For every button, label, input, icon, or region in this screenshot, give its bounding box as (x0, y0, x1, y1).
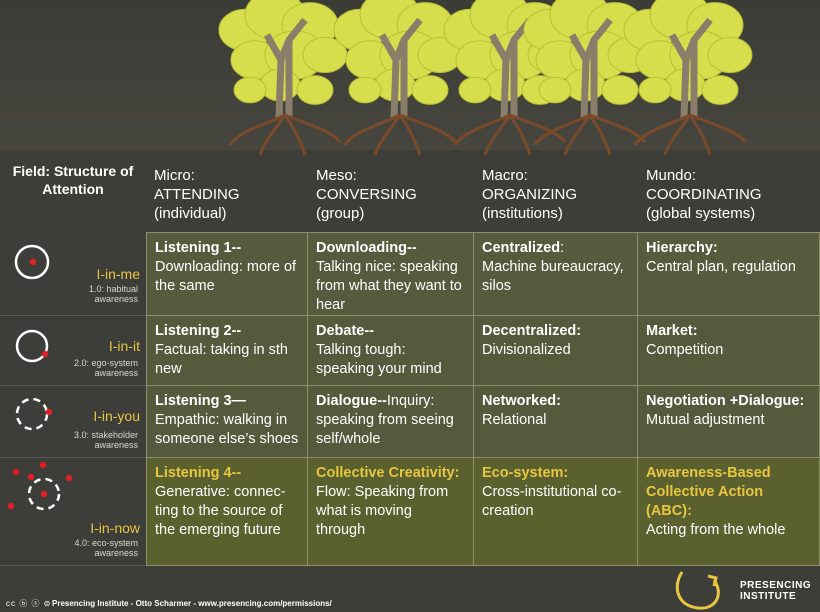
header-macro-level: Macro: (482, 167, 528, 184)
cell-micro-4: Listening 4-- Generative: connec-ting to… (146, 458, 308, 566)
cell-macro-1: Centralized: Machine bureaucracy, silos (474, 232, 638, 316)
trees-illustration (218, 0, 753, 156)
logo-text: PRESENCING INSTITUTE (740, 580, 812, 602)
cell-title: Debate-- (316, 323, 375, 339)
header-meso-level: Meso: (316, 167, 357, 184)
header-micro: Micro: ATTENDING (individual) (146, 160, 308, 230)
cell-text: speaking from seeing self/whole (316, 412, 454, 447)
header-meso-scope: (group) (316, 205, 365, 222)
presencing-swirl-icon (675, 571, 720, 610)
cell-title: Awareness-Based Collective Action (ABC): (646, 465, 771, 519)
cell-micro-2: Listening 2-- Factual: taking in sth new (146, 316, 308, 386)
cell-meso-1: Downloading-- Talking nice: speaking fro… (308, 232, 474, 316)
footer-credit: Presencing Institute - Otto Scharmer - w… (52, 599, 332, 608)
header-macro-scope: (institutions) (482, 205, 563, 222)
cell-title: Listening 1-- (155, 240, 242, 256)
header-micro-level: Micro: (154, 167, 195, 184)
cell-text: Flow: Speaking from what is moving throu… (316, 484, 449, 538)
header-micro-scope: (individual) (154, 205, 227, 222)
cell-title: Collective Creativity: (316, 465, 460, 481)
row-name: I-in-me (96, 266, 140, 282)
cell-macro-4: Eco-system: Cross-institutional co-creat… (474, 458, 638, 566)
cell-title: Listening 4-- (155, 465, 242, 481)
cell-mundo-4: Awareness-Based Collective Action (ABC):… (638, 458, 820, 566)
cell-text: Cross-institutional co-creation (482, 484, 622, 519)
header-mundo-verb: COORDINATING (646, 186, 762, 203)
cell-mundo-1: Hierarchy: Central plan, regulation (638, 232, 820, 316)
cell-text: Central plan, regulation (646, 259, 796, 275)
cell-title: Listening 2-- (155, 323, 242, 339)
row-name: I-in-now (90, 520, 140, 536)
cell-title: Decentralized: (482, 323, 582, 339)
cell-text: Downloading: more of the same (155, 259, 297, 294)
cell-title: Negotiation +Dialogue: (646, 393, 805, 409)
cell-macro-2: Decentralized: Divisionalized (474, 316, 638, 386)
cell-text: Empathic: walking in someone else’s shoe… (155, 412, 299, 447)
header-meso-verb: CONVERSING (316, 186, 417, 203)
cell-title: Dialogue-- (316, 393, 387, 409)
cell-title-tail: : (560, 240, 565, 256)
cell-title: Listening 3— (155, 393, 247, 409)
cell-text: Acting from the whole (646, 522, 786, 538)
cell-meso-2: Debate-- Talking tough: speaking your mi… (308, 316, 474, 386)
cell-title: Downloading-- (316, 240, 417, 256)
cell-text: Machine bureaucracy, silos (482, 259, 624, 294)
cell-title-tail: Inquiry: (386, 393, 435, 409)
header-mundo-scope: (global systems) (646, 205, 756, 222)
header-field: Field: Structure of Attention (0, 160, 146, 230)
attention-dashed-circle-icon (15, 397, 53, 431)
row-name: I-in-you (93, 408, 140, 424)
cell-text: Talking nice: speaking from what they wa… (316, 259, 462, 313)
cell-text: Mutual adjustment (646, 412, 765, 428)
cell-mundo-3: Negotiation +Dialogue: Mutual adjustment (638, 386, 820, 458)
cell-title: Networked: (482, 393, 561, 409)
presencing-logo: PRESENCING INSTITUTE (668, 566, 818, 612)
attention-circle-icon-2 (15, 329, 49, 363)
tree-5 (623, 0, 753, 156)
header-mundo-level: Mundo: (646, 167, 697, 184)
cell-title: Hierarchy: (646, 240, 718, 256)
cell-micro-3: Listening 3— Empathic: walking in someon… (146, 386, 308, 458)
tree-1 (218, 0, 348, 156)
attention-field-icon (7, 461, 73, 511)
tree-2 (333, 0, 463, 156)
header-mundo: Mundo: COORDINATING (global systems) (638, 160, 820, 230)
cell-text: Generative: connec-ting to the source of… (155, 484, 286, 538)
attention-circle-icon-1 (14, 244, 50, 280)
creative-commons-icon: cc ⓑ ⓢ ⊜ (6, 599, 52, 608)
cell-text: Factual: taking in sth new (155, 342, 288, 377)
cell-title: Market: (646, 323, 698, 339)
footer: cc ⓑ ⓢ ⊜ Presencing Institute - Otto Sch… (0, 596, 820, 612)
cell-text: Talking tough: speaking your mind (316, 342, 442, 377)
tree-4 (523, 0, 653, 156)
header-macro: Macro: ORGANIZING (institutions) (474, 160, 638, 230)
cell-text: Relational (482, 412, 547, 428)
cell-macro-3: Networked: Relational (474, 386, 638, 458)
cell-meso-3: Dialogue--Inquiry: speaking from seeing … (308, 386, 474, 458)
header-field-label: Field: Structure of Attention (12, 163, 134, 197)
cell-title: Eco-system: (482, 465, 569, 481)
cell-title: Centralized (482, 240, 561, 256)
row-name: I-in-it (108, 338, 140, 354)
cell-micro-1: Listening 1-- Downloading: more of the s… (146, 232, 308, 316)
cell-meso-4: Collective Creativity: Flow: Speaking fr… (308, 458, 474, 566)
header-micro-verb: ATTENDING (154, 186, 240, 203)
cell-mundo-2: Market: Competition (638, 316, 820, 386)
header-meso: Meso: CONVERSING (group) (308, 160, 474, 230)
cell-text: Divisionalized (482, 342, 571, 358)
cell-text: Competition (646, 342, 724, 358)
header-macro-verb: ORGANIZING (482, 186, 578, 203)
